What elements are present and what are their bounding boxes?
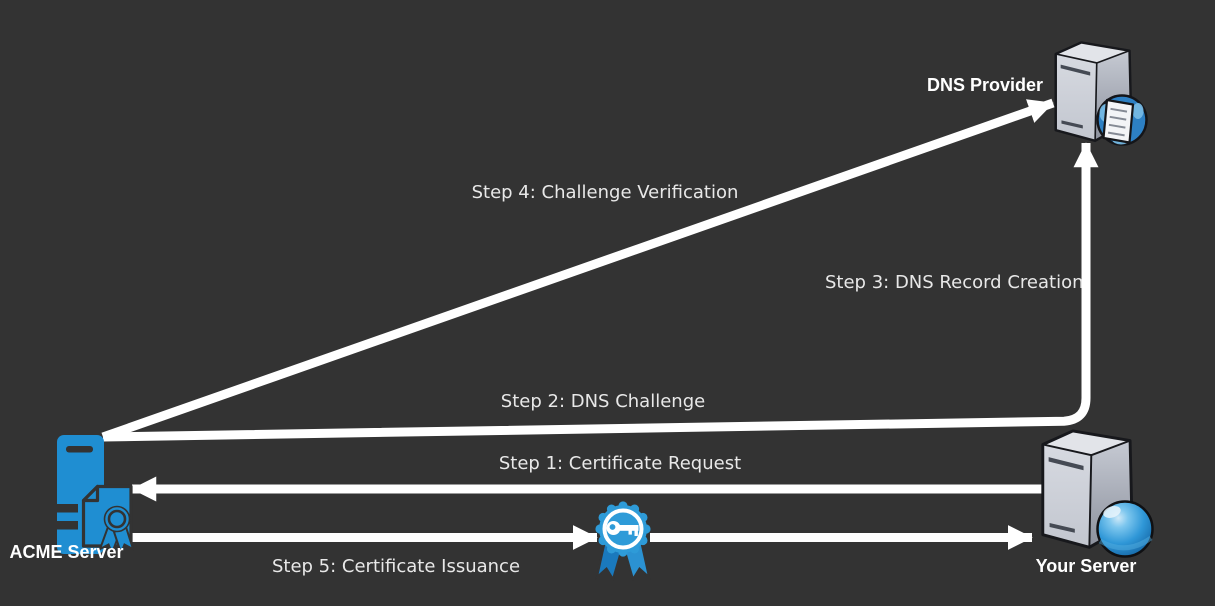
globe-icon — [1096, 500, 1154, 558]
arrow-step4-challenge-verification — [101, 98, 1055, 442]
label-your-server: Your Server — [1035, 556, 1137, 576]
dns-provider-icon — [1054, 41, 1148, 146]
globe-document-icon — [1096, 94, 1148, 146]
flow-arrows — [101, 98, 1099, 550]
certificate-seal-icon — [98, 505, 135, 556]
certificate-key-badge-icon — [595, 501, 651, 582]
key-icon — [606, 521, 639, 536]
label-step-1: Step 1: Certificate Request — [498, 453, 742, 474]
label-step-2: Step 2: DNS Challenge — [500, 391, 706, 412]
arrow-step2-dns-challenge-step3-record-creation — [102, 142, 1099, 442]
your-server-icon — [1041, 429, 1154, 558]
label-dns-provider: DNS Provider — [926, 75, 1043, 95]
label-acme-server: ACME Server — [9, 542, 124, 562]
label-step-3: Step 3: DNS Record Creation — [825, 272, 1084, 293]
label-step-4: Step 4: Challenge Verification — [471, 182, 739, 203]
label-step-5: Step 5: Certificate Issuance — [271, 556, 521, 577]
acme-server-icon — [56, 435, 135, 556]
